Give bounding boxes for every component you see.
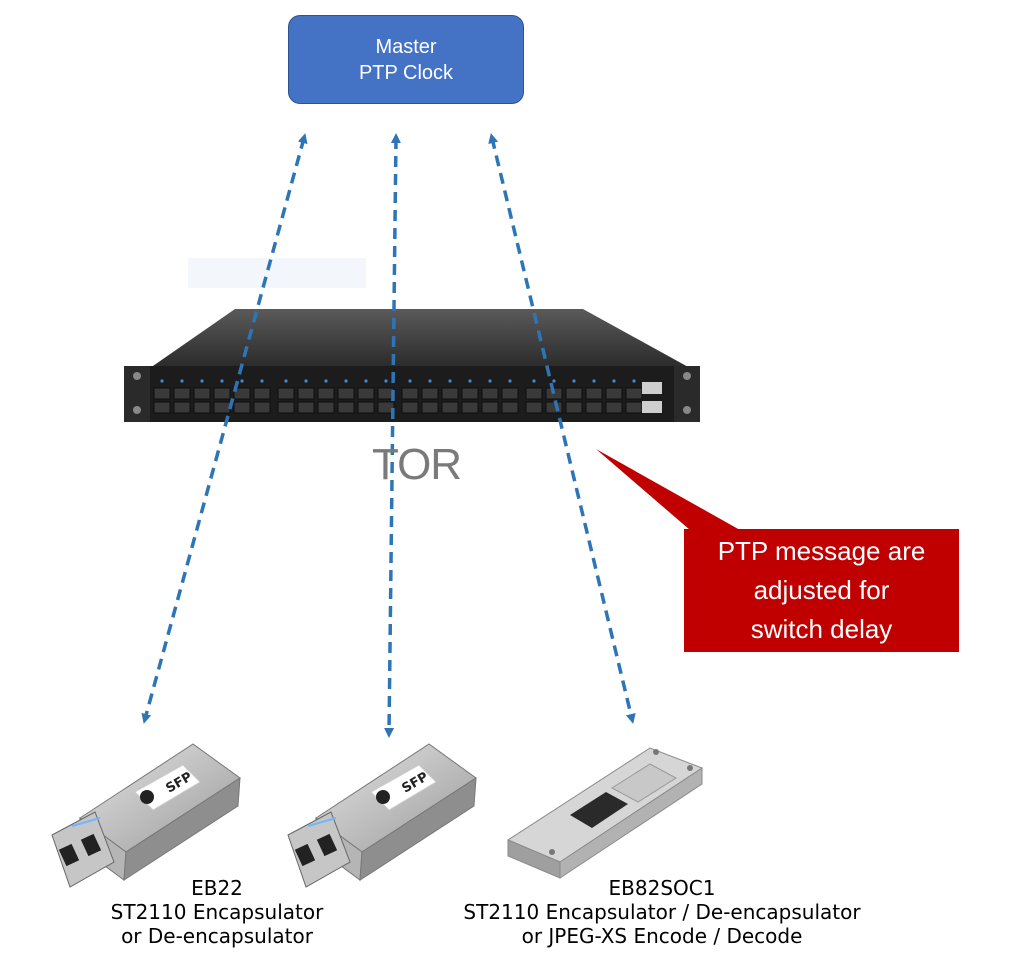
switch-port <box>213 401 231 414</box>
eb82soc1-line2: ST2110 Encapsulator / De-encapsulator <box>463 900 861 924</box>
switch-port <box>421 387 439 400</box>
switch-port <box>357 387 375 400</box>
switch-led <box>592 379 596 383</box>
arrow-master-to-eb82soc1 <box>488 133 636 724</box>
switch-port <box>173 387 191 400</box>
switch-port <box>501 387 519 400</box>
callout-line1: PTP message are <box>717 536 926 566</box>
switch-port <box>481 401 499 414</box>
switch-led <box>508 379 512 383</box>
switch-port <box>153 387 171 400</box>
faint-highlight <box>188 258 366 288</box>
switch-led <box>384 379 388 383</box>
switch-led <box>260 379 264 383</box>
switch-port <box>585 401 603 414</box>
switch-port <box>605 401 623 414</box>
eb82soc1-caption: EB82SOC1 ST2110 Encapsulator / De-encaps… <box>428 876 896 948</box>
switch-port <box>501 401 519 414</box>
tor-switch-image <box>124 309 700 422</box>
switch-led <box>200 379 204 383</box>
switch-port <box>441 387 459 400</box>
switch-port <box>605 387 623 400</box>
arrow-master-to-sfp2 <box>384 133 401 738</box>
switch-port <box>461 401 479 414</box>
switch-led <box>220 379 224 383</box>
master-clock-line1: Master <box>375 35 437 58</box>
switch-port <box>337 387 355 400</box>
switch-port <box>441 401 459 414</box>
eb22-line2: ST2110 Encapsulator <box>110 900 324 924</box>
switch-led <box>632 379 636 383</box>
switch-port <box>525 387 543 400</box>
callout-pointer <box>596 449 740 530</box>
emsfp-module-2: SFP <box>287 743 477 888</box>
switch-led <box>408 379 412 383</box>
switch-led <box>304 379 308 383</box>
switch-port <box>337 401 355 414</box>
switch-led <box>612 379 616 383</box>
switch-led <box>364 379 368 383</box>
switch-led <box>344 379 348 383</box>
switch-port <box>357 401 375 414</box>
switch-led <box>160 379 164 383</box>
eb22-caption: EB22 ST2110 Encapsulator or De-encapsula… <box>86 876 348 948</box>
switch-port <box>153 401 171 414</box>
switch-led <box>240 379 244 383</box>
switch-port <box>625 401 643 414</box>
switch-port <box>461 387 479 400</box>
switch-led <box>180 379 184 383</box>
eb82soc1-model: EB82SOC1 <box>608 876 716 900</box>
switch-led <box>284 379 288 383</box>
switch-led <box>572 379 576 383</box>
switch-port <box>317 387 335 400</box>
switch-port <box>173 401 191 414</box>
switch-port <box>277 387 295 400</box>
master-ptp-clock-box: Master PTP Clock <box>288 15 524 104</box>
emsfp-module-1: SFP <box>51 743 241 888</box>
switch-port <box>317 401 335 414</box>
switch-port <box>481 387 499 400</box>
switch-led <box>324 379 328 383</box>
switch-port <box>297 401 315 414</box>
switch-port <box>545 401 563 414</box>
switch-led <box>532 379 536 383</box>
switch-delay-callout: PTP message are adjusted for switch dela… <box>684 529 959 652</box>
switch-led <box>428 379 432 383</box>
tor-label: TOR <box>372 440 462 489</box>
eb82soc1-line3: or JPEG-XS Encode / Decode <box>521 924 803 948</box>
switch-port <box>277 401 295 414</box>
switch-port <box>585 387 603 400</box>
switch-port <box>297 387 315 400</box>
switch-led <box>468 379 472 383</box>
master-clock-line2: PTP Clock <box>358 61 454 84</box>
switch-port <box>625 387 643 400</box>
switch-port <box>565 387 583 400</box>
switch-port <box>193 401 211 414</box>
switch-port <box>401 401 419 414</box>
switch-port <box>233 401 251 414</box>
switch-port <box>253 401 271 414</box>
eb82soc1-module <box>506 747 704 879</box>
switch-port <box>401 387 419 400</box>
eb22-line3: or De-encapsulator <box>121 924 313 948</box>
switch-port <box>525 401 543 414</box>
switch-port <box>421 401 439 414</box>
callout-line2: adjusted for <box>753 575 890 605</box>
callout-line3: switch delay <box>750 614 893 644</box>
switch-led <box>448 379 452 383</box>
switch-port <box>213 387 231 400</box>
switch-port <box>253 387 271 400</box>
switch-led <box>552 379 556 383</box>
arrow-master-to-eb22 <box>141 133 308 724</box>
switch-led <box>488 379 492 383</box>
eb22-model: EB22 <box>191 876 243 900</box>
switch-port <box>193 387 211 400</box>
switch-port <box>565 401 583 414</box>
